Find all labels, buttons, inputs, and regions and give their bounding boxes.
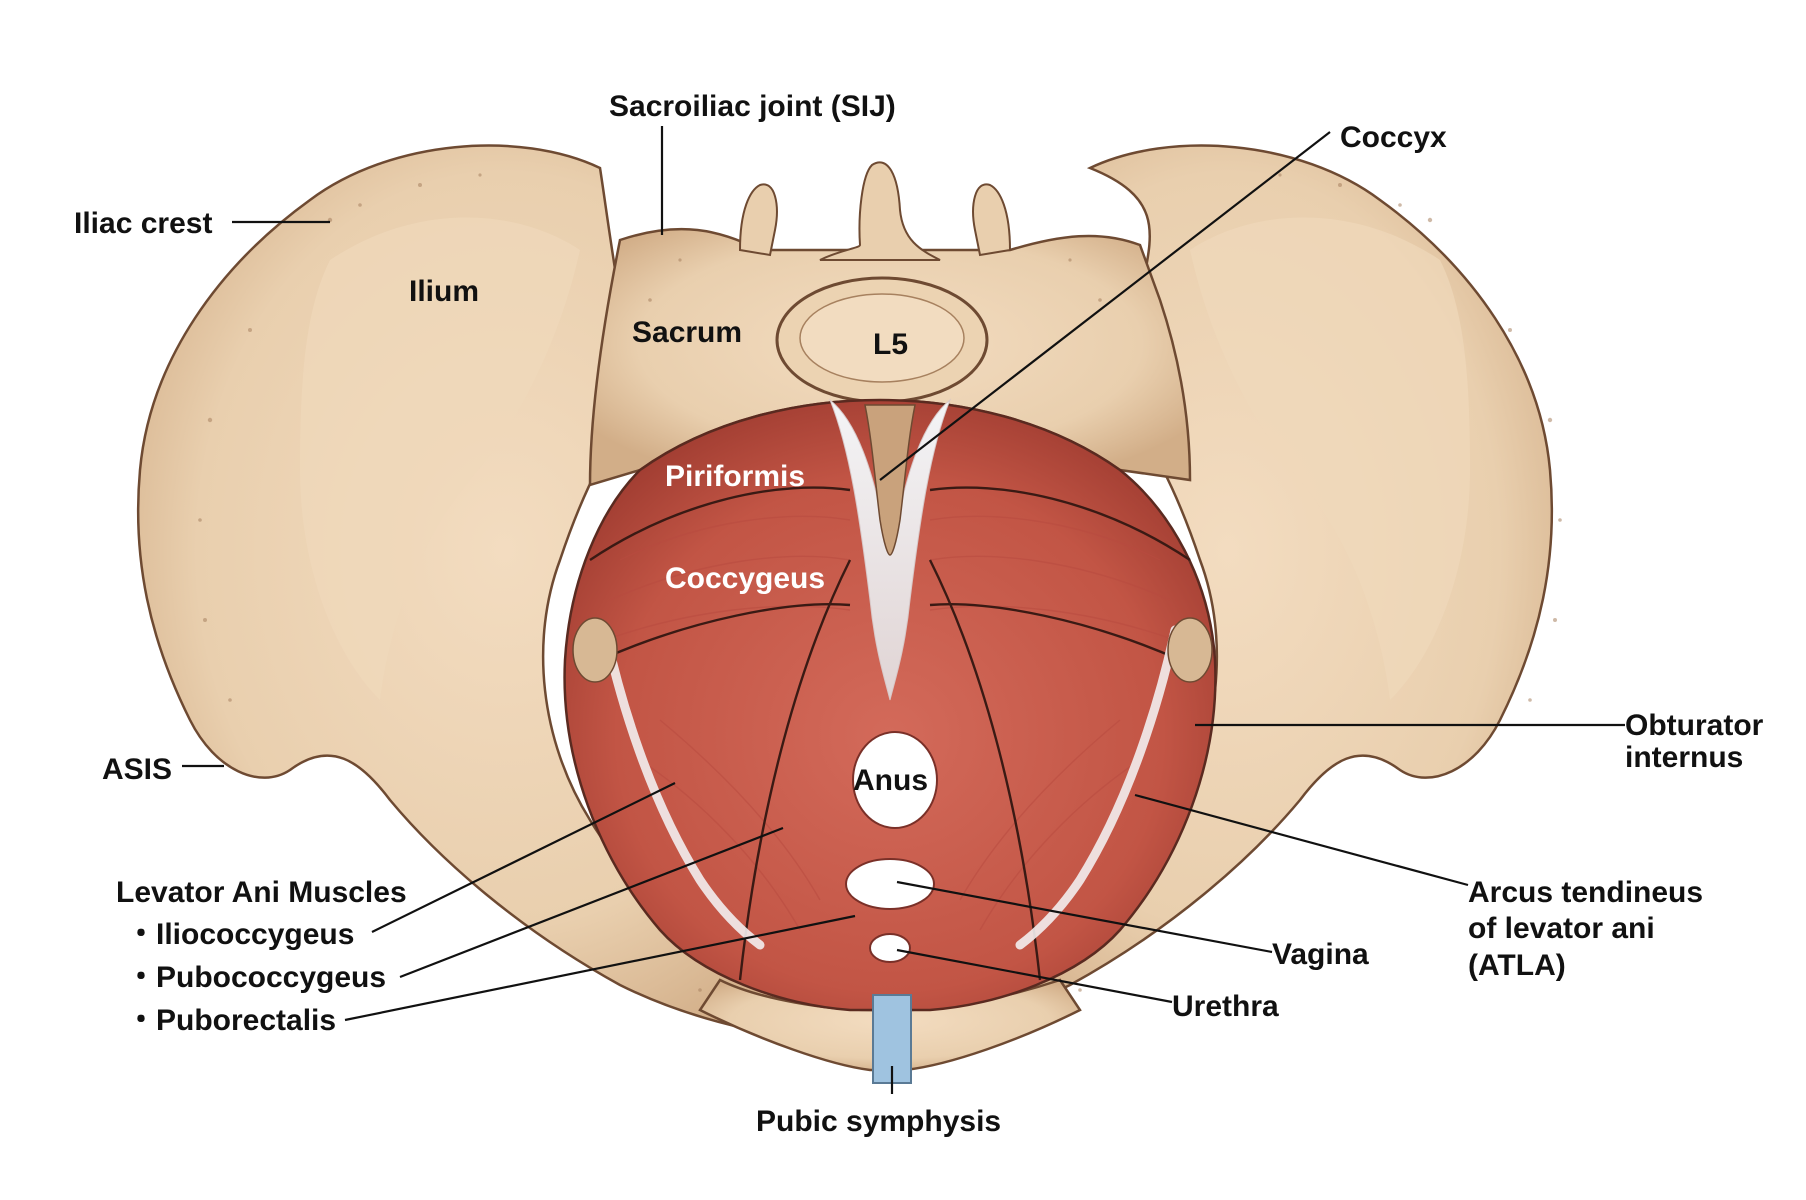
atla-left xyxy=(600,625,765,950)
leader-puborectalis xyxy=(344,914,856,1022)
left-obturator-opening xyxy=(572,617,618,683)
labels: Sacroiliac joint (SIJ) Coccyx Iliac cres… xyxy=(74,90,1764,1138)
left-iliac-fossa xyxy=(300,217,580,700)
pelvic-floor xyxy=(563,398,1217,1012)
label-piriformis: Piriformis xyxy=(665,460,805,493)
leader-coccyx xyxy=(879,131,1331,481)
piriformis-coccygeus-border-right xyxy=(929,486,1191,561)
urethra-opening xyxy=(869,933,911,963)
label-coccygeus: Coccygeus xyxy=(665,562,825,595)
label-ilium: Ilium xyxy=(409,275,479,308)
label-iliac-crest: Iliac crest xyxy=(74,207,212,240)
l5-endplate xyxy=(799,293,965,383)
leader-lines xyxy=(182,126,1625,1094)
label-arcus-3: (ATLA) xyxy=(1468,949,1566,982)
pubococcygeus-border-left xyxy=(738,559,852,981)
atla-right xyxy=(1015,625,1180,950)
coccyx xyxy=(864,404,916,556)
label-pubococcygeus: ・Pubococcygeus xyxy=(126,961,386,994)
label-iliococcygeus: ・Iliococcygeus xyxy=(126,918,354,951)
anus-opening xyxy=(852,731,938,829)
label-sacrum: Sacrum xyxy=(632,316,742,349)
label-l5: L5 xyxy=(873,328,908,361)
label-coccyx: Coccyx xyxy=(1340,121,1447,154)
label-urethra: Urethra xyxy=(1172,990,1279,1023)
label-puborectalis: ・Puborectalis xyxy=(126,1004,336,1037)
right-transverse-process xyxy=(972,183,1012,257)
pubococcygeus-border-right xyxy=(928,559,1042,981)
label-vagina: Vagina xyxy=(1272,938,1369,971)
spinous-process xyxy=(819,161,941,261)
coccygeus-levator-border-right xyxy=(929,603,1181,662)
label-sacroiliac-joint: Sacroiliac joint (SIJ) xyxy=(609,90,896,123)
coccygeus-levator-border-left xyxy=(599,603,851,662)
leader-urethra xyxy=(896,948,1173,1004)
label-anus: Anus xyxy=(853,764,928,797)
piriformis-coccygeus-border-left xyxy=(589,486,851,561)
right-obturator-opening xyxy=(1167,617,1213,683)
label-pubic-symphysis: Pubic symphysis xyxy=(756,1105,1001,1138)
label-asis: ASIS xyxy=(102,753,172,786)
leader-vagina xyxy=(896,880,1273,954)
label-arcus-1: Arcus tendineus xyxy=(1468,876,1703,909)
label-obturator-internus-2: internus xyxy=(1625,741,1743,774)
leader-pubococcygeus xyxy=(399,826,784,979)
leader-iliococcygeus xyxy=(371,782,676,933)
bone-texture xyxy=(198,173,1562,992)
left-transverse-process xyxy=(738,183,778,257)
muscle-fibers xyxy=(604,515,1176,931)
vagina-opening xyxy=(845,858,935,910)
right-iliac-fossa xyxy=(1190,217,1470,700)
label-arcus-2: of levator ani xyxy=(1468,912,1655,945)
label-obturator-internus-1: Obturator xyxy=(1625,709,1764,742)
label-levator-ani-title: Levator Ani Muscles xyxy=(116,876,407,909)
leader-atla xyxy=(1134,793,1469,887)
